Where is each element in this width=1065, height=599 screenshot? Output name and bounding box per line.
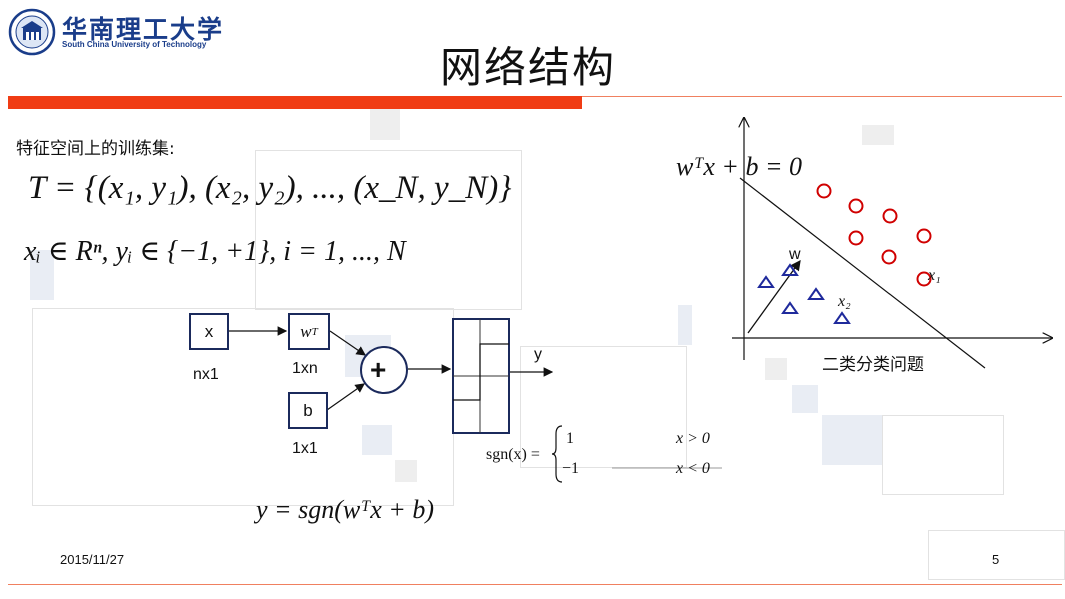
class-positive-points <box>816 183 932 287</box>
weight-label: w <box>300 321 312 341</box>
school-name-chinese: 华南理工大学 <box>62 15 225 44</box>
sgn-pos-condition: x > 0 <box>676 430 710 447</box>
page-number: 5 <box>992 552 1000 567</box>
sum-symbol: + <box>370 354 387 385</box>
sgn-pos-value: 1 <box>566 430 574 447</box>
sgn-neg-condition: x < 0 <box>676 460 710 477</box>
circle-point <box>816 183 832 199</box>
training-set-equation: T = {(x₁, y₁), (x₂, y₂), ..., (x_N, y_N)… <box>28 170 512 206</box>
triangle-point <box>781 263 799 276</box>
university-logo <box>8 8 56 56</box>
input-box: x <box>189 313 229 350</box>
class-negative-points <box>757 263 851 324</box>
output-label: y <box>534 346 542 363</box>
input-dim-label: nx1 <box>193 366 219 383</box>
sign-function-block <box>452 318 510 434</box>
w-vector <box>747 259 801 334</box>
triangle-point <box>807 287 825 300</box>
x2-label: x₂ <box>838 293 851 310</box>
circle-point <box>848 230 864 246</box>
bias-label: b <box>303 400 313 420</box>
bias-box: b <box>288 392 328 429</box>
footer-divider-line <box>8 584 1062 585</box>
circle-point <box>916 228 932 244</box>
input-label: x <box>204 321 214 341</box>
sgn-definition: sgn(x) = <box>486 446 540 463</box>
sgn-brace <box>552 425 563 483</box>
circle-point <box>882 208 898 224</box>
domain-equation: xᵢ ∈ Rⁿ, yᵢ ∈ {−1, +1}, i = 1, ..., N <box>24 236 406 267</box>
w-vector-label: w <box>789 246 801 263</box>
decision-boundary-equation: wᵀx + b = 0 <box>676 152 803 181</box>
slide-title: 网络结构 <box>440 43 617 92</box>
output-equation: y = sgn(wᵀx + b) <box>256 495 434 524</box>
circle-point <box>848 198 864 214</box>
footer-date: 2015/11/27 <box>60 552 125 567</box>
weight-sup: T <box>311 325 318 338</box>
bias-dim-label: 1x1 <box>292 440 318 457</box>
sum-node <box>360 346 408 394</box>
triangle-point <box>833 311 851 324</box>
triangle-point <box>781 301 799 314</box>
plot-caption: 二类分类问题 <box>822 355 924 375</box>
training-set-heading: 特征空间上的训练集: <box>16 139 175 159</box>
header-divider-line <box>582 96 1062 97</box>
sgn-neg-value: −1 <box>562 460 580 477</box>
school-name-english: South China University of Technology <box>62 40 207 49</box>
decision-boundary <box>739 177 986 369</box>
header-red-bar <box>8 96 582 109</box>
x1-label: x₁ <box>928 267 941 284</box>
triangle-point <box>757 275 775 288</box>
circle-point <box>881 249 897 265</box>
weight-dim-label: 1xn <box>292 360 318 377</box>
circle-point <box>916 271 932 287</box>
